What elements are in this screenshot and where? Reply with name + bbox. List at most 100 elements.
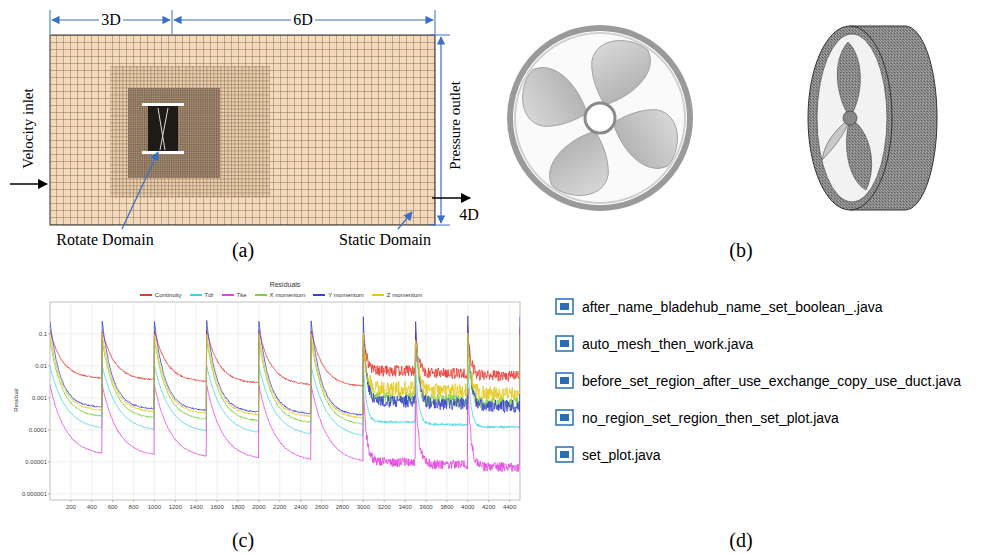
tick-label: 2200 bbox=[273, 504, 286, 510]
legend-text: Tke bbox=[237, 292, 247, 298]
domain-mesh bbox=[50, 35, 435, 225]
tick-label: 3400 bbox=[398, 504, 411, 510]
axis-title: Residual bbox=[13, 388, 19, 411]
tick-mark bbox=[133, 500, 134, 502]
tick-mark bbox=[384, 500, 385, 502]
file-icon bbox=[556, 299, 573, 314]
file-icon bbox=[560, 377, 569, 384]
blade bbox=[544, 121, 621, 205]
tick-mark bbox=[48, 430, 50, 431]
tick-mark bbox=[48, 462, 50, 463]
tick-label: 3000 bbox=[357, 504, 370, 510]
duct-section bbox=[142, 103, 184, 106]
dimension-label: 3D bbox=[99, 12, 123, 28]
fine-mesh bbox=[128, 88, 220, 178]
grid-line bbox=[196, 302, 197, 500]
tick-label: 1400 bbox=[190, 504, 203, 510]
grid-line bbox=[342, 302, 343, 500]
tick-mark bbox=[258, 500, 259, 502]
refined-mesh bbox=[110, 66, 270, 198]
file-icon bbox=[560, 451, 569, 458]
file-icon bbox=[556, 336, 573, 351]
domain-label: Rotate Domain bbox=[56, 232, 153, 248]
tick-label: 1600 bbox=[210, 504, 223, 510]
file-name: auto_mesh_then_work.java bbox=[582, 337, 753, 351]
tick-mark bbox=[48, 398, 50, 399]
tick-label: 0.00001 bbox=[25, 459, 47, 465]
tick-mark bbox=[300, 500, 301, 502]
plot-frame bbox=[50, 302, 520, 500]
legend-text: Y momentum bbox=[328, 292, 364, 298]
grid-line bbox=[384, 302, 385, 500]
residual-curves bbox=[50, 316, 520, 472]
grid-lines bbox=[48, 302, 520, 502]
leader-line bbox=[122, 152, 158, 229]
duct-opening bbox=[817, 34, 887, 202]
tick-mark bbox=[48, 366, 50, 367]
tick-mark bbox=[405, 500, 406, 502]
residual-curve bbox=[50, 334, 520, 424]
tick-label: 3600 bbox=[419, 504, 432, 510]
tick-label: 600 bbox=[108, 504, 118, 510]
tick-label: 4000 bbox=[461, 504, 474, 510]
tick-label: 0.000001 bbox=[22, 491, 47, 497]
grid-line bbox=[50, 494, 520, 495]
file-icons bbox=[556, 299, 573, 462]
duct-ring bbox=[510, 28, 690, 208]
dimension-label: 6D bbox=[291, 12, 315, 28]
boundary-label: Pressure outlet bbox=[447, 79, 462, 172]
tick-label: 1800 bbox=[231, 504, 244, 510]
tick-mark bbox=[48, 334, 50, 335]
tick-mark bbox=[217, 500, 218, 502]
tick-label: 2400 bbox=[294, 504, 307, 510]
legend-text: X momentum bbox=[270, 292, 306, 298]
legend-text: Tdr bbox=[205, 292, 214, 298]
blade-section bbox=[158, 108, 168, 150]
tick-label: 0.01 bbox=[35, 363, 47, 369]
legend-item: Tdr bbox=[190, 292, 214, 298]
file-name: no_region_set_region_then_set_plot.java bbox=[582, 411, 839, 425]
tick-mark bbox=[446, 500, 447, 502]
grid-line bbox=[133, 302, 134, 500]
blade-mesh bbox=[837, 42, 860, 118]
tick-mark bbox=[488, 500, 489, 502]
outflow-arrow bbox=[432, 197, 470, 199]
tick-mark bbox=[175, 500, 176, 502]
rotate-domain-mesh bbox=[148, 106, 178, 152]
grid-line bbox=[50, 430, 520, 431]
static-domain-mesh bbox=[50, 35, 435, 225]
tick-mark bbox=[342, 500, 343, 502]
dimension-arrow bbox=[440, 37, 441, 223]
grid-line bbox=[50, 366, 520, 367]
panel-label: (d) bbox=[729, 530, 752, 550]
hub bbox=[585, 103, 615, 133]
tick-mark bbox=[321, 500, 322, 502]
legend-item: Z momentum bbox=[372, 292, 422, 298]
legend-item: X momentum bbox=[255, 292, 306, 298]
legend-text: Z momentum bbox=[387, 292, 422, 298]
tick-label: 2800 bbox=[336, 504, 349, 510]
tick-mark bbox=[426, 500, 427, 502]
chart-title: Residuals bbox=[270, 281, 301, 288]
panel-label: (b) bbox=[729, 240, 752, 260]
propeller-mesh-view bbox=[808, 26, 937, 210]
tick-label: 800 bbox=[129, 504, 139, 510]
legend-swatch bbox=[313, 294, 325, 296]
residual-curve bbox=[50, 316, 520, 415]
file-icon bbox=[560, 303, 569, 310]
residual-curve bbox=[50, 333, 520, 418]
tick-mark bbox=[112, 500, 113, 502]
legend-swatch bbox=[190, 294, 202, 296]
tick-label: 0.0001 bbox=[29, 427, 47, 433]
grid-line bbox=[50, 462, 520, 463]
tick-label: 4400 bbox=[503, 504, 516, 510]
tick-label: 0.001 bbox=[32, 395, 47, 401]
tick-mark bbox=[279, 500, 280, 502]
grid-line bbox=[50, 334, 520, 335]
legend-swatch bbox=[140, 294, 152, 296]
tick-mark bbox=[363, 500, 364, 502]
leader-line bbox=[398, 212, 412, 229]
tick-mark bbox=[238, 500, 239, 502]
